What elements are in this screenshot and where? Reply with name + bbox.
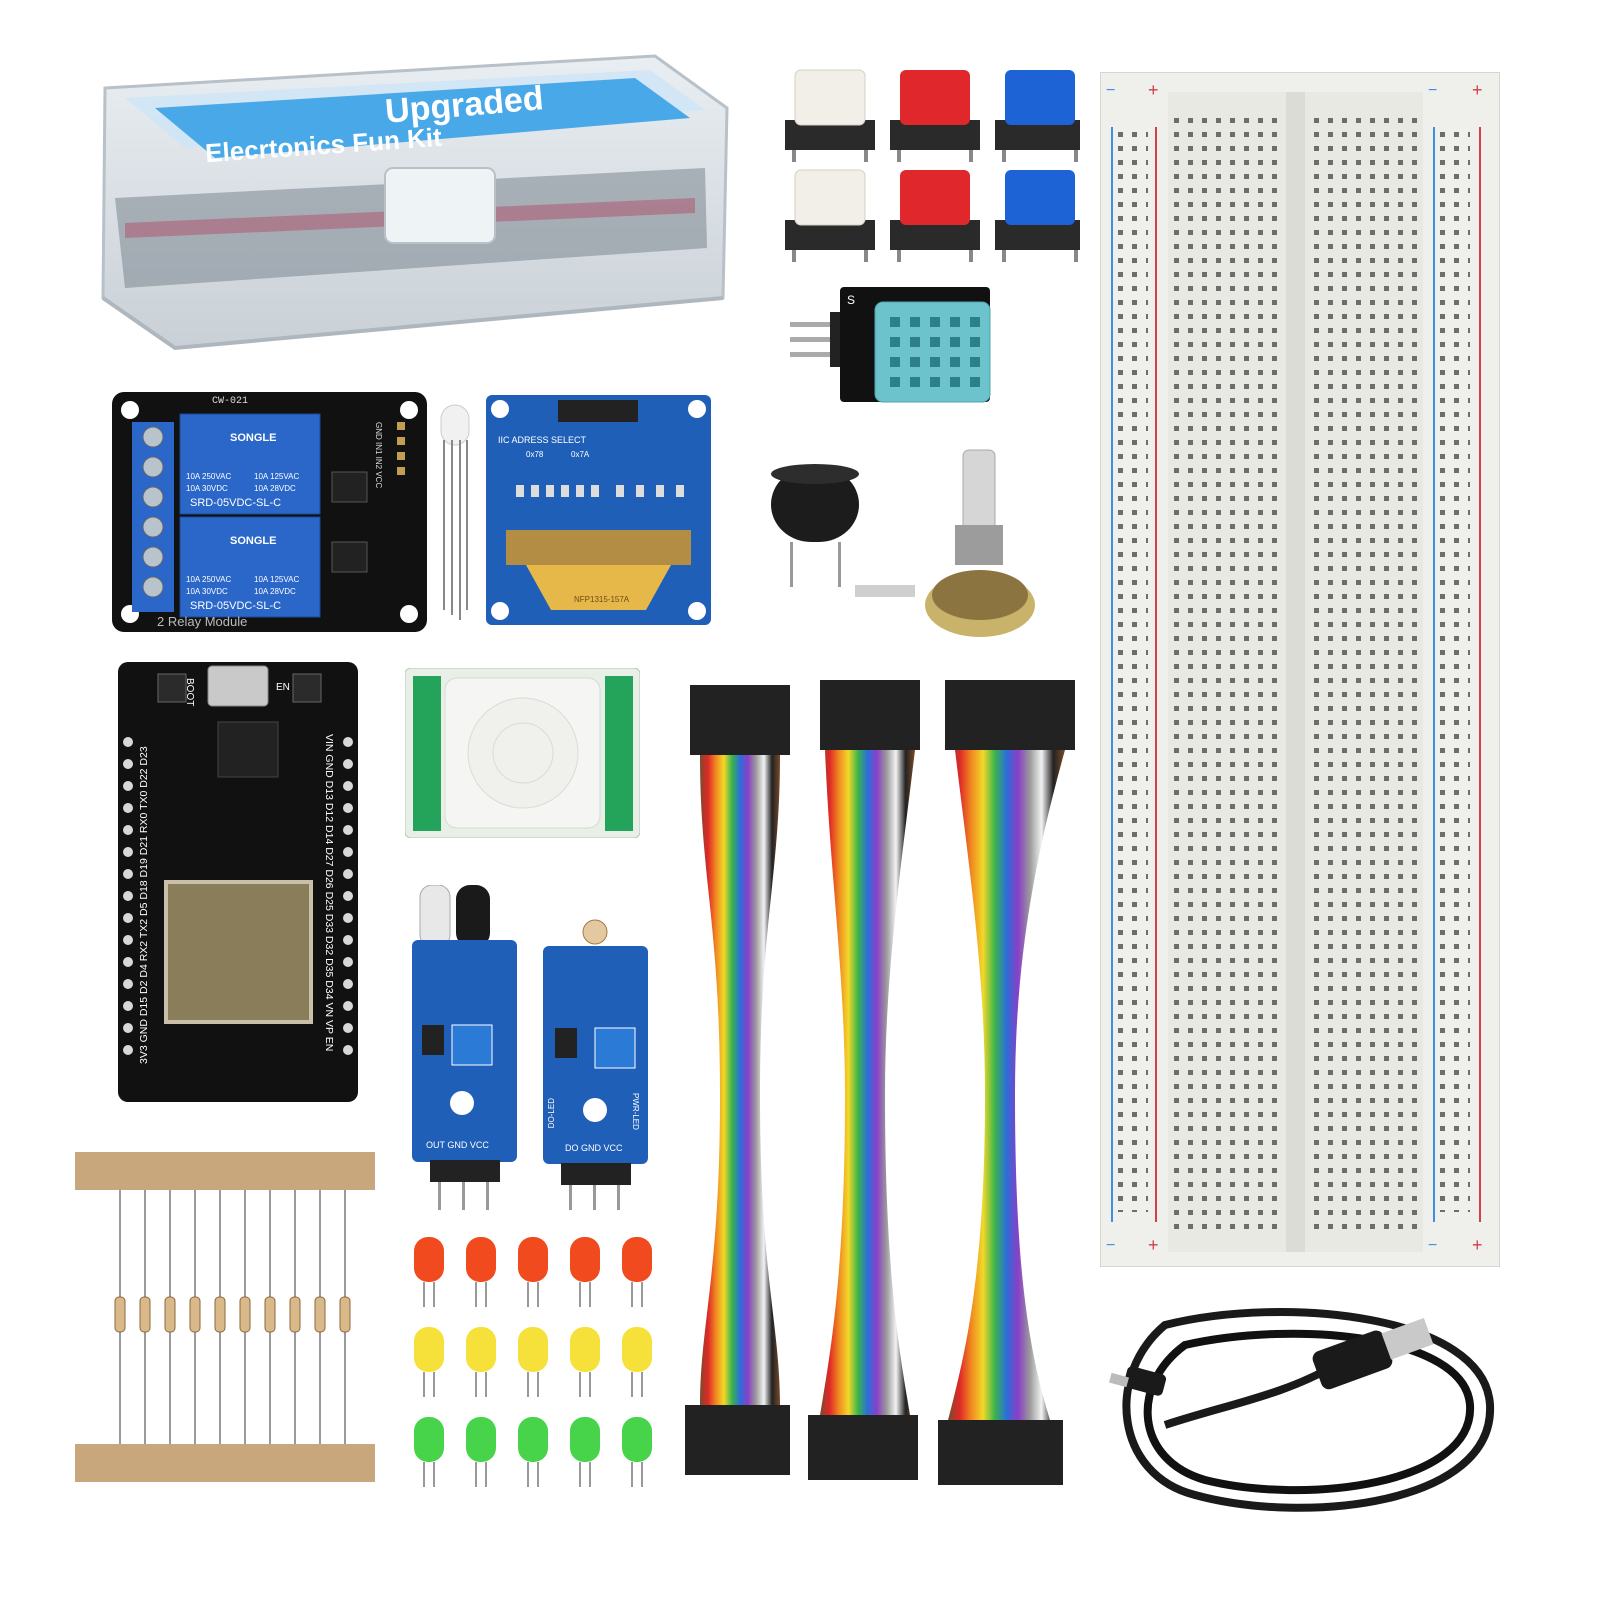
relay2-rating-b: 10A 125VAC bbox=[254, 575, 300, 584]
light-do-label: DO-LED bbox=[547, 1098, 556, 1129]
light-sensor-icon bbox=[543, 919, 648, 1210]
tactile-button-icon bbox=[785, 69, 1085, 262]
oled-addr-b: 0x7A bbox=[571, 450, 590, 459]
esp32-icon bbox=[118, 662, 358, 1102]
svg-text:S: S bbox=[847, 293, 855, 307]
light-pwr-label: PWR-LED bbox=[631, 1093, 640, 1130]
oled-flex-label: NFP1315-157A bbox=[574, 595, 630, 604]
jumper-wire-icon bbox=[685, 680, 1075, 1485]
relay-caption: 2 Relay Module bbox=[157, 614, 248, 629]
relay2-model: SRD-05VDC-SL-C bbox=[190, 600, 282, 612]
rail-minus-bottom-right: − bbox=[1428, 1237, 1438, 1254]
jumper-wires bbox=[680, 675, 1100, 1525]
relay1-model: SRD-05VDC-SL-C bbox=[190, 497, 282, 509]
oled-display: IIC ADRESS SELECT 0x78 0x7A NFP1315-157A bbox=[486, 395, 711, 625]
storage-box: Upgraded Elecrtonics Fun Kit bbox=[95, 48, 735, 358]
relay1-rating-b: 10A 125VAC bbox=[254, 472, 300, 481]
ir-sensor: OUT GND VCC bbox=[412, 885, 517, 1210]
rail-minus-top-right: − bbox=[1428, 82, 1438, 99]
oled-addr-a: 0x78 bbox=[526, 450, 544, 459]
relay-pins-label: GND IN1 IN2 VCC bbox=[374, 422, 383, 489]
relay2-rating-a: 10A 250VAC bbox=[186, 575, 232, 584]
rail-minus-top-left: − bbox=[1106, 82, 1116, 99]
rgb-led-icon bbox=[440, 404, 470, 620]
humidity-sensor-icon: S bbox=[790, 287, 991, 403]
ir-sensor-icon bbox=[412, 885, 517, 1210]
rail-minus-bottom-left: − bbox=[1106, 1237, 1116, 1254]
relay1-rating-c: 10A 30VDC bbox=[186, 484, 228, 493]
relay1-rating-d: 10A 28VDC bbox=[254, 484, 296, 493]
relay2-brand: SONGLE bbox=[230, 535, 277, 547]
esp32-left-pins: 3V3 GND D15 D2 D4 RX2 TX2 D5 D18 D19 D21… bbox=[138, 746, 150, 1064]
resistor-strip bbox=[75, 1152, 375, 1482]
ir-pins-label: OUT GND VCC bbox=[426, 1140, 489, 1150]
potentiometer bbox=[855, 445, 1035, 640]
light-pins-label: DO GND VCC bbox=[565, 1143, 623, 1153]
buzzer bbox=[768, 462, 863, 592]
esp32-board: BOOT EN 3V3 GND D15 D2 D4 RX2 TX2 D5 D18… bbox=[118, 662, 358, 1102]
dht11-sensor: S bbox=[785, 282, 1000, 412]
rgb-led bbox=[435, 400, 475, 620]
oled-icon bbox=[486, 395, 711, 625]
relay1-rating-a: 10A 250VAC bbox=[186, 472, 232, 481]
usb-cable bbox=[1105, 1295, 1500, 1530]
breadboard-icon bbox=[1100, 72, 1500, 1267]
esp32-boot-label: BOOT bbox=[184, 678, 195, 707]
esp32-right-pins: VIN GND D13 D12 D14 D27 D26 D25 D33 D32 … bbox=[323, 734, 335, 1052]
resistor-icon bbox=[75, 1152, 375, 1482]
relay-board-id: CW-021 bbox=[212, 396, 249, 407]
usb-cable-icon bbox=[1109, 1307, 1495, 1512]
led-icon bbox=[414, 1237, 652, 1487]
light-sensor: DO GND VCC PWR-LED DO-LED bbox=[543, 918, 648, 1210]
rail-plus-top-right: + bbox=[1472, 80, 1483, 100]
relay2-rating-d: 10A 28VDC bbox=[254, 587, 296, 596]
buzzer-icon bbox=[771, 464, 859, 587]
potentiometer-icon bbox=[855, 449, 1035, 637]
rail-plus-top-left: + bbox=[1148, 80, 1159, 100]
pir-sensor bbox=[404, 667, 641, 839]
rail-plus-bottom-right: + bbox=[1472, 1235, 1483, 1255]
relay-board-icon bbox=[112, 392, 427, 632]
storage-box-icon bbox=[101, 54, 729, 351]
relay2-rating-c: 10A 30VDC bbox=[186, 587, 228, 596]
led-assortment bbox=[408, 1232, 663, 1517]
breadboard: − + − + − + − + bbox=[1100, 72, 1500, 1267]
pir-sensor-icon bbox=[404, 667, 641, 839]
relay-module: CW-021 SONGLE 10A 250VAC 10A 125VAC 10A … bbox=[112, 392, 427, 632]
relay1-brand: SONGLE bbox=[230, 432, 277, 444]
rail-plus-bottom-left: + bbox=[1148, 1235, 1159, 1255]
tactile-buttons bbox=[780, 65, 1085, 275]
esp32-en-label: EN bbox=[276, 682, 290, 693]
oled-address-label: IIC ADRESS SELECT bbox=[498, 435, 587, 445]
